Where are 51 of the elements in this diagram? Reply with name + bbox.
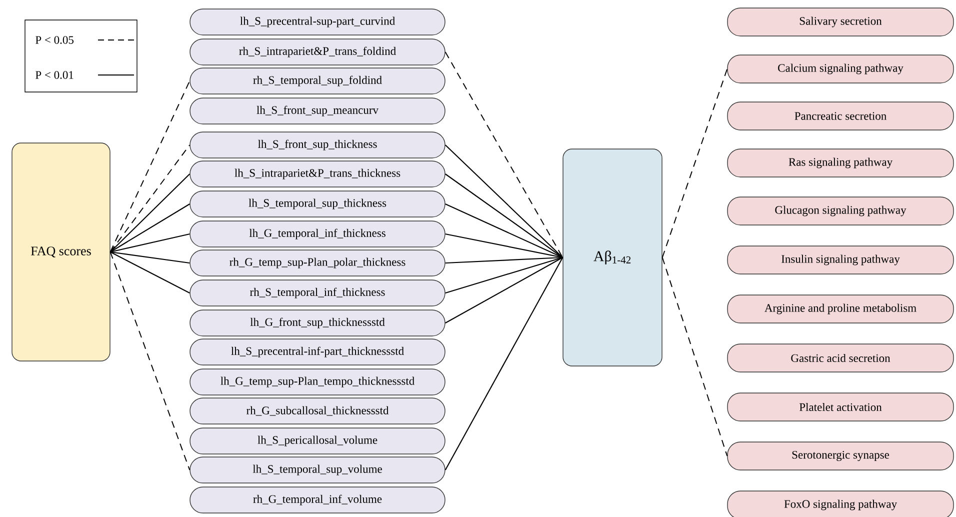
connector-line [110,251,190,264]
feature-box: lh_S_front_sup_thickness [190,132,446,158]
connector-line [110,80,190,252]
connector-line [110,174,190,252]
pathway-box: Insulin signaling pathway [727,246,954,274]
feature-box: lh_S_temporal_sup_volume [190,456,446,484]
feature-box: lh_S_pericallosal_volume [190,428,446,454]
legend-label: P < 0.01 [36,71,74,79]
feature-box: lh_S_precentral-sup-part_curvind [190,8,446,36]
connector-line [445,256,563,294]
connector-line [445,204,563,258]
feature-box: rh_G_temporal_inf_volume [190,486,446,514]
connector-line [110,144,190,252]
source-box: FAQ scores [12,142,110,362]
feature-box: rh_S_temporal_inf_thickness [190,280,446,306]
connector-line [110,252,190,294]
pathway-box: Platelet activation [727,392,954,422]
pathway-box: Arginine and proline metabolism [727,294,954,324]
feature-box: rh_G_subcallosal_thicknessstd [190,398,446,424]
pathway-box: Ras signaling pathway [727,148,954,178]
connector-line [445,257,563,324]
feature-box: lh_G_temp_sup-Plan_tempo_thicknessstd [190,368,446,396]
connector-line [445,174,563,258]
feature-box: rh_S_temporal_sup_foldind [190,68,446,94]
connector-line [662,257,728,456]
connector-line [445,256,563,264]
pathway-box: Pancreatic secretion [727,102,954,130]
feature-box: lh_S_front_sup_meancurv [190,98,446,124]
connector-line [662,68,728,258]
connector-line [110,204,190,252]
pathway-box: Calcium signaling pathway [727,54,954,84]
pathway-box: FoxO signaling pathway [727,490,954,517]
connector-line [444,52,564,258]
connector-line [445,233,563,258]
pathway-box: Gastric acid secretion [727,344,954,372]
feature-box: rh_S_intrapariet&P_trans_foldind [190,38,446,66]
target-box: Aβ$_{1-42}$ [562,148,662,366]
connector-line [444,144,564,258]
pathway-box: Glucagon signaling pathway [727,196,954,226]
connector-line [110,233,190,253]
feature-box: lh_S_intrapariet&P_trans_thickness [190,160,446,188]
legend-label: P < 0.05 [36,36,74,44]
feature-box: lh_S_temporal_sup_thickness [190,190,446,218]
feature-box: lh_G_front_sup_thicknessstd [190,310,446,336]
pathway-box: Salivary secretion [727,8,954,36]
connector-line [444,257,564,470]
feature-box: lh_G_temporal_inf_thickness [190,220,446,248]
connector-line [110,252,190,470]
pathway-box: Serotonergic synapse [727,442,954,470]
feature-box: lh_S_precentral-inf-part_thicknessstd [190,338,446,366]
feature-box: rh_G_temp_sup-Plan_polar_thickness [190,250,446,276]
